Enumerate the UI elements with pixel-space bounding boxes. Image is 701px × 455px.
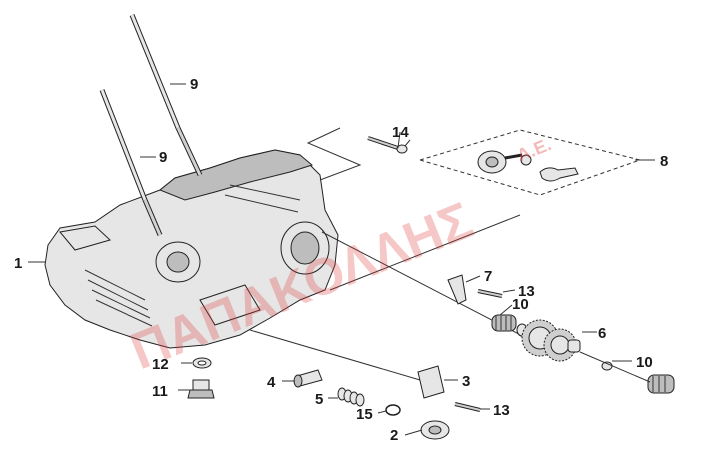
bolt-14 bbox=[367, 136, 408, 154]
callout-11: 11 bbox=[152, 383, 168, 400]
callout-7: 7 bbox=[484, 268, 492, 285]
o-ring-15 bbox=[385, 404, 401, 416]
drain-plug-11 bbox=[187, 379, 215, 399]
callout-2: 2 bbox=[390, 427, 398, 444]
callout-8: 8 bbox=[660, 153, 668, 170]
plug-4 bbox=[293, 369, 323, 388]
bearing-10-left bbox=[491, 314, 517, 332]
stud-short bbox=[99, 89, 163, 236]
callout-3: 3 bbox=[462, 373, 470, 390]
bolt-13-lower bbox=[454, 402, 481, 412]
bracket-3 bbox=[417, 365, 445, 399]
callout-6: 6 bbox=[598, 325, 606, 342]
callout-4: 4 bbox=[267, 374, 276, 391]
gear-cluster-6 bbox=[521, 319, 581, 362]
callout-9-upper: 9 bbox=[190, 76, 198, 93]
bracket-7 bbox=[447, 274, 467, 305]
watermark-suffix: Α.Ε. bbox=[514, 134, 554, 166]
callout-9-lower: 9 bbox=[159, 149, 167, 166]
callout-1: 1 bbox=[14, 255, 22, 272]
callout-5: 5 bbox=[315, 391, 323, 408]
callout-12: 12 bbox=[152, 356, 169, 373]
stud-long bbox=[129, 14, 203, 177]
callout-14: 14 bbox=[392, 124, 409, 141]
bearing-10-right bbox=[647, 374, 675, 394]
crankcase-half bbox=[44, 149, 339, 349]
spring-5 bbox=[337, 387, 365, 407]
callout-13-lower: 13 bbox=[493, 402, 510, 419]
callout-15: 15 bbox=[356, 406, 373, 423]
shift-assembly-group bbox=[418, 129, 642, 196]
bolt-13-upper bbox=[477, 289, 503, 298]
washer-12 bbox=[192, 357, 212, 369]
callout-13-upper: 13 bbox=[518, 283, 535, 300]
cap-2 bbox=[420, 420, 450, 440]
callout-10-lower: 10 bbox=[636, 354, 653, 371]
callout-10-upper: 10 bbox=[512, 296, 529, 313]
